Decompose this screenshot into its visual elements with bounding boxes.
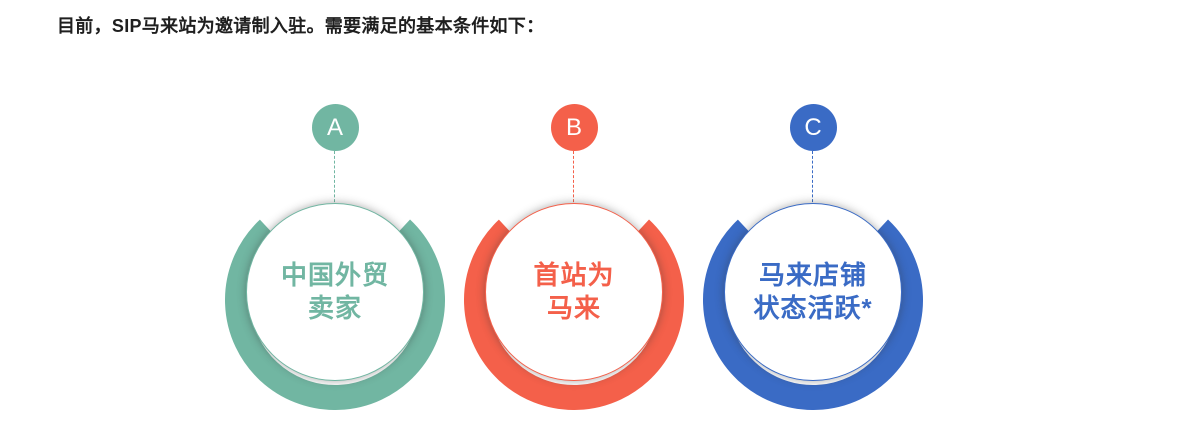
- circle-ring-a: [225, 190, 445, 410]
- condition-card-a: A 中国外贸 卖家: [225, 104, 445, 414]
- connector-line-a: [334, 151, 335, 207]
- step-badge-c: C: [789, 104, 837, 151]
- page-title: 目前，SIP马来站为邀请制入驻。需要满足的基本条件如下：: [57, 16, 545, 36]
- connector-line-c: [812, 151, 813, 207]
- condition-text-line1: 首站为: [533, 260, 615, 290]
- condition-text-line1: 中国外贸: [280, 260, 389, 290]
- condition-card-c: C 马来店铺 状态活跃*: [703, 104, 923, 414]
- circle-disc-b: 首站为 马来: [485, 203, 663, 381]
- condition-text-line2: 卖家: [307, 293, 362, 323]
- condition-text-a: 中国外贸 卖家: [281, 259, 389, 325]
- condition-text-line1: 马来店铺: [758, 260, 867, 290]
- connector-line-b: [573, 151, 574, 207]
- condition-card-b: B 首站为 马来: [464, 104, 684, 414]
- condition-circle-c: 马来店铺 状态活跃*: [703, 190, 923, 410]
- circle-disc-a: 中国外贸 卖家: [246, 203, 424, 381]
- condition-circle-a: 中国外贸 卖家: [225, 190, 445, 410]
- step-badge-a: A: [311, 104, 359, 151]
- circle-ring-b: [464, 190, 684, 410]
- circle-disc-c: 马来店铺 状态活跃*: [724, 203, 902, 381]
- condition-text-b: 首站为 马来: [533, 259, 614, 325]
- circle-ring-c: [703, 190, 923, 410]
- step-badge-b: B: [550, 104, 598, 151]
- condition-text-c: 马来店铺 状态活跃*: [753, 259, 872, 325]
- condition-circle-b: 首站为 马来: [464, 190, 684, 410]
- condition-text-line2: 马来: [546, 293, 601, 323]
- condition-text-line2: 状态活跃*: [753, 293, 873, 323]
